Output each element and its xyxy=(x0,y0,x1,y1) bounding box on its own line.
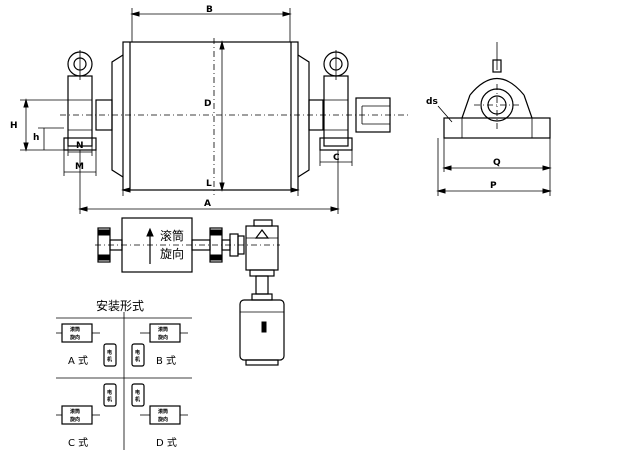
dim-label-P: P xyxy=(490,181,497,191)
drum-body xyxy=(122,41,299,191)
svg-text:滚筒: 滚筒 xyxy=(70,408,80,415)
bearing-side-view: ds Q P xyxy=(426,42,552,196)
drive-label-line2: 旋向 xyxy=(160,246,184,261)
svg-text:电: 电 xyxy=(135,389,140,396)
svg-text:旋向: 旋向 xyxy=(157,416,168,423)
svg-text:电: 电 xyxy=(107,389,112,396)
dim-label-H: H xyxy=(10,121,18,131)
dim-label-C: C xyxy=(333,153,340,163)
svg-text:旋向: 旋向 xyxy=(157,334,168,341)
dim-label-N: N xyxy=(76,141,84,151)
install-title: 安装形式 xyxy=(96,298,144,313)
svg-text:旋向: 旋向 xyxy=(69,334,80,341)
gearbox xyxy=(245,225,279,271)
install-label-d: D 式 xyxy=(156,436,177,449)
svg-text:机: 机 xyxy=(134,396,140,403)
dim-label-L: L xyxy=(206,179,212,189)
install-form-c: 滚筒 旋向 电 机 C 式 xyxy=(56,383,117,449)
svg-text:电: 电 xyxy=(107,349,112,356)
install-label-a: A 式 xyxy=(68,354,88,367)
dim-label-ds: ds xyxy=(426,97,438,107)
svg-text:机: 机 xyxy=(106,396,112,403)
right-bearing-housing xyxy=(319,50,353,151)
svg-text:滚筒: 滚筒 xyxy=(158,326,168,333)
install-form-a: 滚筒 旋向 电 机 A 式 xyxy=(56,323,117,367)
svg-text:电: 电 xyxy=(135,349,140,356)
installation-forms: 安装形式 滚筒 旋向 电 机 A 式 滚筒 旋向 电 机 B 式 xyxy=(56,298,192,450)
left-bearing-housing xyxy=(63,50,97,151)
svg-text:滚筒: 滚筒 xyxy=(70,326,80,333)
install-label-b: B 式 xyxy=(156,354,176,367)
svg-text:旋向: 旋向 xyxy=(69,416,80,423)
dim-label-B: B xyxy=(206,5,213,15)
install-form-b: 滚筒 旋向 电 机 B 式 xyxy=(131,323,188,367)
pulley-front-view: B D L A C H h xyxy=(10,5,410,214)
svg-text:机: 机 xyxy=(134,356,140,363)
dim-label-Q: Q xyxy=(493,158,501,168)
dim-label-D: D xyxy=(204,99,211,109)
svg-text:滚筒: 滚筒 xyxy=(158,408,168,415)
install-label-c: C 式 xyxy=(68,436,88,449)
dim-label-A: A xyxy=(204,199,211,209)
drive-label-line1: 滚筒 xyxy=(160,228,184,243)
dim-label-M: M xyxy=(75,162,84,172)
install-form-d: 滚筒 旋向 电 机 D 式 xyxy=(131,383,188,449)
drive-assembly: 滚筒 旋向 xyxy=(95,217,285,366)
dim-label-h: h xyxy=(33,133,39,143)
svg-text:机: 机 xyxy=(106,356,112,363)
